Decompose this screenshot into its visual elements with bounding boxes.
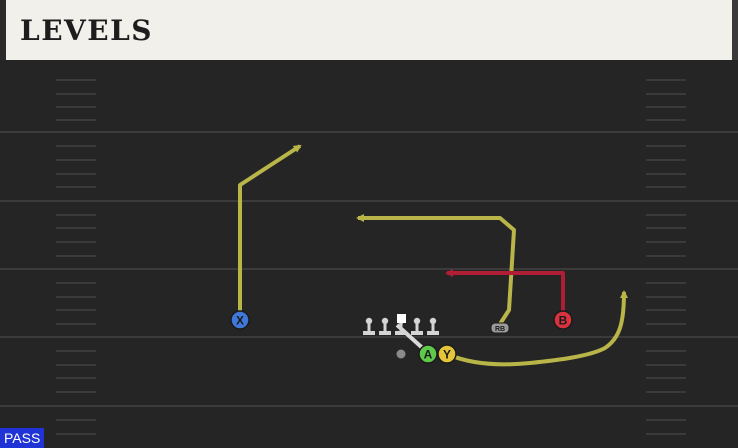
yard-lines [0,131,738,407]
player-x-label: X [236,314,244,328]
player-a-label: A [424,348,433,362]
lineman-icon [363,317,375,335]
play-type-badge: PASS [0,428,45,448]
hash-marks [56,79,686,435]
player-y[interactable]: Y [437,344,457,364]
play-title: LEVELS [20,14,154,47]
player-b-label: B [559,314,568,328]
route-rb [356,214,516,326]
play-header: LEVELS [0,0,738,60]
route-y [446,290,628,367]
ball-icon [397,314,406,323]
player-a[interactable]: A [418,344,438,364]
player-rb[interactable]: RB [490,322,510,334]
player-y-label: Y [443,348,451,362]
player-rb-label: RB [495,326,505,333]
route-b [445,269,565,318]
route-x [238,144,302,318]
player-b[interactable]: B [553,310,573,330]
lineman-icon [427,317,439,335]
player-x[interactable]: X [230,310,250,330]
play-field: X A Y B RB [0,60,738,448]
quarterback-icon [396,349,406,359]
play-diagram: X A Y B RB [0,79,738,435]
lineman-icon [379,317,391,335]
lineman-icon [411,317,423,335]
